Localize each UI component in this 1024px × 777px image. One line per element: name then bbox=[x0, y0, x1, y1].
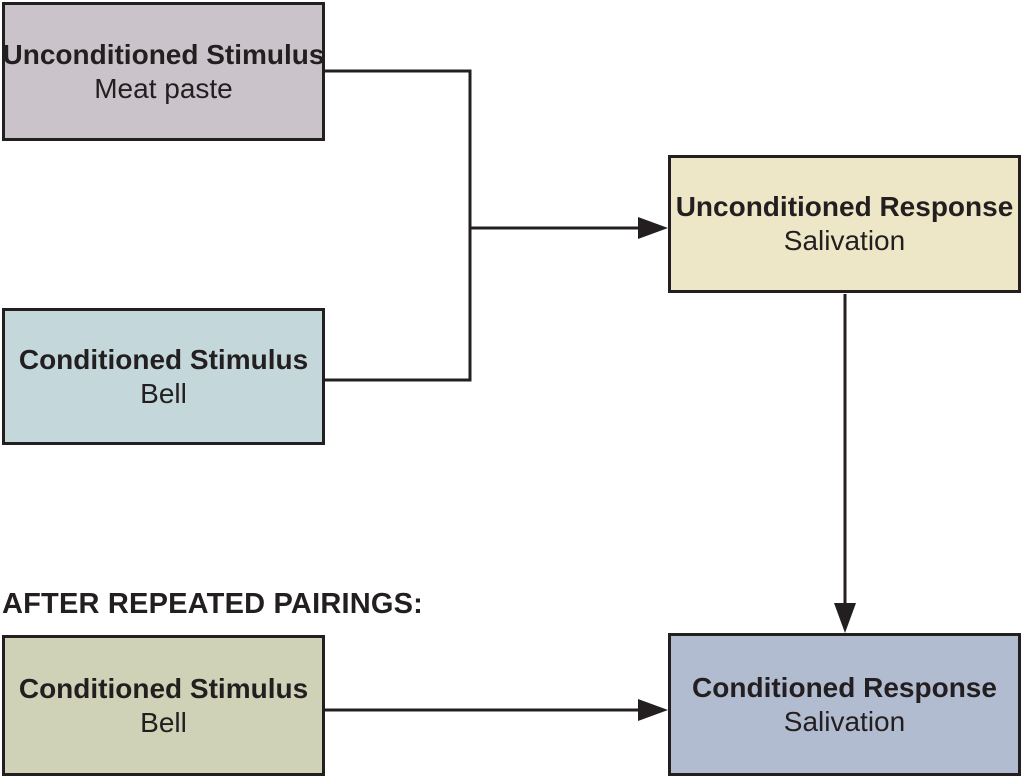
box-subtitle: Meat paste bbox=[94, 72, 233, 104]
box-conditioned-response: Conditioned Response Salivation bbox=[668, 633, 1021, 776]
box-unconditioned-response: Unconditioned Response Salivation bbox=[668, 155, 1021, 293]
box-title: Conditioned Stimulus bbox=[18, 343, 309, 375]
after-repeated-pairings-heading: AFTER REPEATED PAIRINGS: bbox=[2, 588, 424, 620]
box-title: Unconditioned Response bbox=[675, 191, 1014, 222]
box-title: Conditioned Stimulus bbox=[18, 672, 309, 704]
box-unconditioned-stimulus: Unconditioned Stimulus Meat paste bbox=[2, 2, 325, 141]
box-conditioned-stimulus-before: Conditioned Stimulus Bell bbox=[2, 308, 325, 445]
box-subtitle: Bell bbox=[140, 377, 187, 409]
arrow-down-to-conditioned-response-head bbox=[834, 603, 856, 633]
box-title: Conditioned Response bbox=[692, 671, 997, 703]
arrow-to-conditioned-response-head bbox=[638, 699, 668, 721]
merge-bracket-line bbox=[325, 69, 472, 382]
box-conditioned-stimulus-after: Conditioned Stimulus Bell bbox=[2, 635, 325, 776]
box-subtitle: Bell bbox=[140, 706, 187, 738]
arrow-to-unconditioned-response-head bbox=[638, 217, 668, 239]
box-title: Unconditioned Stimulus bbox=[2, 38, 325, 70]
box-subtitle: Salivation bbox=[783, 225, 906, 256]
box-subtitle: Salivation bbox=[783, 705, 906, 737]
